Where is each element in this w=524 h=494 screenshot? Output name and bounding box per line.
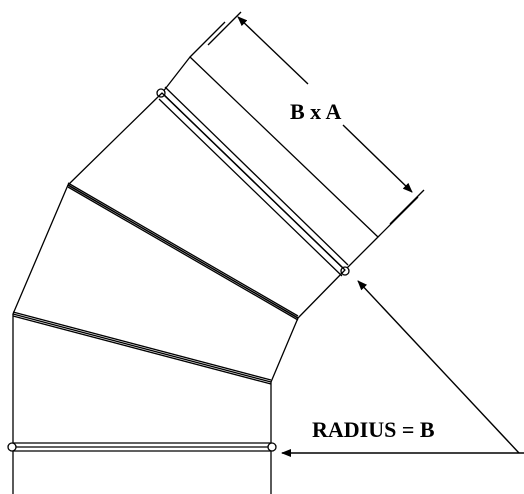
bottom-bead-end [267, 442, 277, 452]
collar-bead-line [164, 86, 349, 266]
elbow-collar-top [161, 56, 379, 271]
gore-seam-1 [67, 182, 299, 317]
collar-bead-end [340, 266, 350, 276]
dimension-tick [207, 11, 242, 46]
dimension-label: B x A [290, 99, 341, 124]
dimension-tick [389, 189, 425, 225]
dimension-arrow-top [237, 16, 309, 85]
radius-label: RADIUS = B [312, 417, 435, 442]
elbow-gore-2 [12, 184, 299, 383]
dimension-extension-line [377, 196, 419, 238]
dimension-extension-line [189, 21, 226, 58]
collar-bead-line [158, 98, 343, 277]
gore-seam-2 [12, 315, 272, 385]
collar-bead-end [156, 88, 166, 98]
gore-seam-2 [12, 311, 272, 381]
dimension-arrow-bottom [342, 124, 413, 193]
gore-seam-1 [67, 186, 299, 321]
bottom-bead-end [7, 442, 17, 452]
radius-arrow-diagonal [357, 280, 520, 454]
